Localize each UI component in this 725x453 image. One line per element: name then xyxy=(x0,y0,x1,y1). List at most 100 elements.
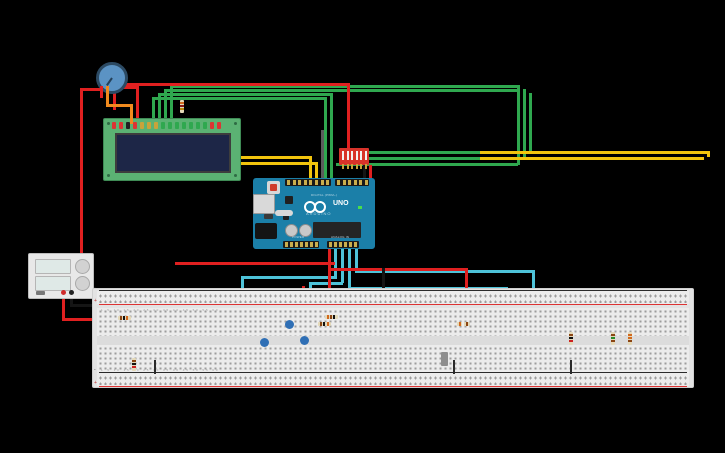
resistor-bb-1[interactable] xyxy=(118,316,131,320)
wire-green-2c[interactable] xyxy=(330,93,333,182)
digital-pin-b-2[interactable] xyxy=(342,180,346,185)
power-pin-1[interactable] xyxy=(285,242,288,247)
wire-green-right-3b[interactable] xyxy=(348,151,530,154)
breadboard-bottom-rail[interactable] xyxy=(97,373,689,386)
dip-lever-3[interactable] xyxy=(351,151,354,160)
dip-lever-1[interactable] xyxy=(342,151,344,160)
digital-pin-b-6[interactable] xyxy=(365,180,368,185)
dip-lever-6[interactable] xyxy=(365,151,367,160)
wire-yellow-2[interactable] xyxy=(237,162,317,165)
wire-green-right-2[interactable] xyxy=(523,89,526,159)
lcd-pin-7[interactable] xyxy=(154,122,158,129)
wire-green-right-2b[interactable] xyxy=(342,157,524,160)
wire-green-right-1b[interactable] xyxy=(336,163,518,166)
breadboard-upper-strip[interactable] xyxy=(97,308,689,336)
wire-green-1c[interactable] xyxy=(324,97,327,182)
lcd-pin-15[interactable] xyxy=(210,122,214,129)
wire-red-bb-2[interactable] xyxy=(175,262,335,265)
wire-red-top-b[interactable] xyxy=(347,83,350,149)
dip-lever-4[interactable] xyxy=(355,151,358,160)
resistor-bb-2[interactable] xyxy=(132,358,136,371)
dip-switch[interactable] xyxy=(339,148,369,169)
wire-green-right-3[interactable] xyxy=(529,93,532,153)
lcd-pin-1[interactable] xyxy=(112,122,116,129)
sensor-component[interactable] xyxy=(441,352,448,366)
power-pin-4[interactable] xyxy=(300,242,303,247)
breadboard[interactable]: 1 5 10 15 20 25 30 35 40 45 50 55 60 1 5… xyxy=(92,285,694,388)
wire-psu-red-b[interactable] xyxy=(62,318,114,321)
lcd-pin-2[interactable] xyxy=(119,122,123,129)
digital-header[interactable] xyxy=(285,179,331,186)
resistor-bb-5[interactable] xyxy=(457,322,470,326)
wire-red-top[interactable] xyxy=(120,83,350,86)
wire-yellow-2b[interactable] xyxy=(315,162,318,182)
lcd-pin-10[interactable] xyxy=(175,122,179,129)
lcd-pin-4[interactable] xyxy=(133,122,137,129)
digital-pin-b-4[interactable] xyxy=(353,180,357,185)
digital-pin-7[interactable] xyxy=(320,180,324,185)
resistor-bb-8[interactable] xyxy=(628,332,632,345)
power-pin-7[interactable] xyxy=(315,242,318,247)
lcd-pin-6[interactable] xyxy=(147,122,151,129)
reset-button[interactable] xyxy=(267,181,280,194)
analog-header[interactable] xyxy=(327,241,359,248)
lcd-pin-8[interactable] xyxy=(161,122,165,129)
analog-pin-5[interactable] xyxy=(349,242,352,247)
wire-green-2b[interactable] xyxy=(158,93,333,96)
psu-current-knob[interactable] xyxy=(75,276,90,291)
lcd-display[interactable] xyxy=(103,118,241,181)
analog-pin-2[interactable] xyxy=(334,242,337,247)
analog-pin-4[interactable] xyxy=(344,242,347,247)
wire-red-pot-b[interactable] xyxy=(113,86,138,89)
wire-green-right-1[interactable] xyxy=(517,85,520,165)
breadboard-top-rail[interactable] xyxy=(97,291,689,304)
wire-cyan-a0[interactable] xyxy=(334,249,337,277)
psu-positive-terminal[interactable] xyxy=(61,290,66,295)
wire-psu-red[interactable] xyxy=(62,294,65,320)
wire-cyan-a1[interactable] xyxy=(341,249,344,283)
digital-pin-b-1[interactable] xyxy=(337,180,340,185)
digital-pin-2[interactable] xyxy=(292,180,296,185)
lcd-pin-16[interactable] xyxy=(217,122,221,129)
resistor-lcd-backlight[interactable] xyxy=(180,100,184,113)
digital-pin-6[interactable] xyxy=(315,180,318,185)
wire-yellow-3[interactable] xyxy=(480,151,710,154)
wire-psu-black[interactable] xyxy=(70,294,73,306)
wire-yellow-3b[interactable] xyxy=(707,151,710,157)
wire-red-left-rail-b[interactable] xyxy=(80,88,114,91)
dip-lever-2[interactable] xyxy=(346,151,349,160)
wire-red-left-rail[interactable] xyxy=(80,88,83,278)
lcd-pin-11[interactable] xyxy=(182,122,186,129)
breadboard-lower-strip[interactable] xyxy=(97,345,689,373)
power-pin-6[interactable] xyxy=(310,242,313,247)
analog-pin-1[interactable] xyxy=(329,242,332,247)
resistor-bb-6[interactable] xyxy=(569,332,573,345)
lcd-pin-9[interactable] xyxy=(168,122,172,129)
led-2[interactable] xyxy=(285,320,294,329)
digital-pin-b-5[interactable] xyxy=(359,180,363,185)
wire-yellow-1b[interactable] xyxy=(309,156,312,182)
wire-cyan-a1-b[interactable] xyxy=(309,282,343,285)
led-3[interactable] xyxy=(300,336,309,345)
lcd-pin-12[interactable] xyxy=(189,122,193,129)
analog-pin-3[interactable] xyxy=(339,242,342,247)
wire-red-dip[interactable] xyxy=(369,165,372,187)
wire-red-pot-c[interactable] xyxy=(136,86,139,124)
power-pin-2[interactable] xyxy=(290,242,293,247)
psu-negative-terminal[interactable] xyxy=(69,290,74,295)
wire-psu-black-b[interactable] xyxy=(70,304,100,307)
psu-power-switch[interactable] xyxy=(36,291,45,295)
wire-green-1[interactable] xyxy=(152,97,155,125)
wire-green-2[interactable] xyxy=(158,93,161,125)
lcd-pin-3[interactable] xyxy=(126,122,130,129)
barrel-jack[interactable] xyxy=(255,223,277,239)
digital-pin-1[interactable] xyxy=(287,180,290,185)
wire-cyan-a3[interactable] xyxy=(355,249,358,271)
wire-green-3[interactable] xyxy=(164,89,167,125)
digital-pin-5[interactable] xyxy=(309,180,313,185)
resistor-bb-3[interactable] xyxy=(325,315,338,319)
digital-pin-8[interactable] xyxy=(326,180,330,185)
lcd-pin-14[interactable] xyxy=(203,122,207,129)
dip-lever-5[interactable] xyxy=(360,151,363,160)
